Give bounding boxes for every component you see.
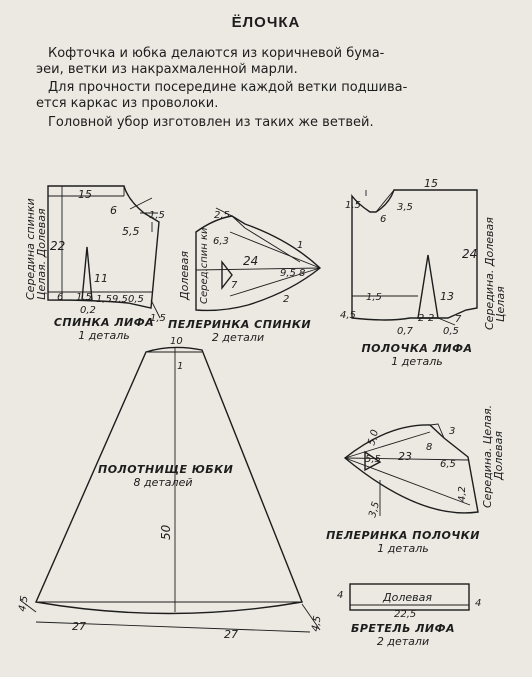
- back-dim-11: 11: [94, 272, 108, 285]
- front-bodice-diagram: 1,5 15 3,5 6 24 4,5 1,5 13 2 2 0,7 0,5 7…: [340, 177, 507, 337]
- cape-back-dim-8: 8: [299, 268, 305, 279]
- cape-back-dim-6-3: 6,3: [213, 236, 229, 247]
- intro-line-5: Головной убор изготовлен из таких же вет…: [48, 115, 374, 130]
- intro-line-2: эеи, ветки из накрахмаленной марли.: [36, 62, 298, 77]
- front-dim-4-5: 4,5: [340, 310, 356, 321]
- back-dim-6b: 6: [57, 292, 63, 303]
- back-dim-0-2: 0,2: [80, 305, 96, 316]
- back-bodice-diagram: 15 6 1,5 5,5 22 11 6 1,5 1,5 9,5 0,5 0,2…: [24, 185, 166, 324]
- strap-inner-label: Долевая: [382, 591, 432, 604]
- front-dim-2b: 2: [428, 313, 434, 324]
- back-cape-diagram: 2,5 6,3 1 24 9,5 8 2 7 Долевая Серед.спи…: [178, 207, 322, 312]
- front-dim-0-7: 0,7: [397, 326, 414, 337]
- back-dim-5-5: 5,5: [122, 225, 140, 238]
- front-cape-label: ПЕЛЕРИНКА ПОЛОЧКИ 1 деталь: [318, 529, 488, 555]
- back-dim-1-5-mid: 1,5: [76, 292, 92, 303]
- back-dim-15: 15: [78, 188, 92, 201]
- front-side-2: Целая: [494, 286, 507, 322]
- back-cape-count: 2 детали: [211, 331, 265, 344]
- skirt-dim-27-right: 27: [224, 628, 238, 641]
- skirt-dim-1: 1: [177, 361, 183, 372]
- skirt-dim-50: 50: [159, 524, 173, 540]
- front-bodice-label: ПОЛОЧКА ЛИФА 1 деталь: [352, 342, 482, 368]
- strap-count: 2 детали: [376, 635, 430, 648]
- front-dim-0-5: 0,5: [443, 326, 459, 337]
- front-dim-7: 7: [455, 314, 462, 325]
- front-cape-dim-3-5: 3,5: [367, 501, 382, 519]
- cape-back-dim-24: 24: [243, 254, 258, 268]
- back-dim-0-5: 0,5: [128, 294, 144, 305]
- strap-dim-4-right: 4: [475, 598, 481, 609]
- skirt-dim-4-5-left: 4,5: [17, 595, 31, 613]
- back-dim-6: 6: [110, 204, 117, 217]
- front-cape-dim-6-5: 6,5: [440, 459, 456, 470]
- skirt-dim-27-left: 27: [72, 620, 86, 633]
- front-cape-dim-23: 23: [398, 450, 412, 463]
- strap-label: БРЕТЕЛЬ ЛИФА 2 детали: [338, 622, 468, 648]
- front-cape-side-2: Долевая: [492, 431, 505, 481]
- back-bodice-label: СПИНКА ЛИФА 1 деталь: [44, 316, 164, 342]
- intro-line-3: Для прочности посередине каждой ветки по…: [48, 80, 408, 95]
- back-dim-9-5: 9,5: [112, 294, 128, 305]
- cape-back-dim-2: 2: [283, 294, 289, 305]
- front-cape-dim-5-5: 5,5: [365, 454, 381, 465]
- skirt-panel-count: 8 деталей: [133, 476, 193, 489]
- cape-back-dim-9-5: 9,5: [280, 268, 296, 279]
- back-bodice-name: СПИНКА ЛИФА: [53, 316, 155, 329]
- back-dim-1-5-b: 1,5: [96, 294, 112, 305]
- back-dim-1-5-top: 1,5: [149, 210, 165, 221]
- front-dim-24: 24: [462, 247, 477, 261]
- skirt-dim-10: 10: [170, 336, 183, 347]
- front-dim-2a: 2: [418, 313, 424, 324]
- skirt-panel-diagram: 10 1 50 4,5 27 27 4,5: [17, 336, 324, 641]
- intro-line-4: ется каркас из проволоки.: [36, 96, 219, 111]
- skirt-dim-4-5-right: 4,5: [310, 615, 324, 633]
- front-cape-dim-3: 3: [449, 426, 455, 437]
- skirt-panel-name: ПОЛОТНИЩЕ ЮБКИ: [98, 463, 234, 476]
- front-cape-name: ПЕЛЕРИНКА ПОЛОЧКИ: [326, 529, 480, 542]
- back-cape-label: ПЕЛЕРИНКА СПИНКИ 2 детали: [168, 318, 312, 344]
- cape-back-dim-7: 7: [231, 280, 238, 291]
- front-bodice-count: 1 деталь: [391, 355, 443, 368]
- back-side-1: Середина спинки: [24, 198, 37, 300]
- cape-back-dim-2-5: 2,5: [214, 210, 230, 221]
- cape-back-dim-1: 1: [297, 240, 303, 251]
- back-dim-22: 22: [50, 239, 65, 253]
- front-side-1: Середина. Долевая: [483, 217, 496, 330]
- cape-back-side-2: Серед.спин ки: [199, 227, 210, 304]
- front-dim-6: 6: [380, 214, 386, 225]
- front-dim-1-5-left: 1,5: [366, 292, 382, 303]
- front-dim-13: 13: [440, 290, 454, 303]
- strap-dim-22-5: 22,5: [394, 609, 416, 620]
- intro-line-1: Кофточка и юбка делаются из коричневой б…: [48, 46, 385, 61]
- front-dim-3-5: 3,5: [397, 202, 413, 213]
- skirt-panel-label: ПОЛОТНИЩЕ ЮБКИ 8 деталей: [98, 463, 234, 489]
- front-cape-diagram: 5,0 5,5 23 8 3 6,5 3,5 4,2 Середина. Цел…: [343, 405, 505, 519]
- strap-diagram: 4 Долевая 22,5 4: [337, 583, 481, 620]
- front-cape-dim-4-2: 4,2: [457, 486, 468, 502]
- front-bodice-name: ПОЛОЧКА ЛИФА: [361, 342, 473, 355]
- back-bodice-count: 1 деталь: [78, 329, 130, 342]
- front-cape-dim-8: 8: [426, 442, 432, 453]
- strap-dim-4-left: 4: [337, 590, 343, 601]
- page-title: ЁЛОЧКА: [231, 14, 301, 31]
- strap-name: БРЕТЕЛЬ ЛИФА: [350, 622, 456, 635]
- front-cape-dim-5-0: 5,0: [366, 429, 381, 447]
- front-cape-count: 1 деталь: [377, 542, 429, 555]
- back-side-2: Целая. Долевая: [35, 208, 48, 300]
- back-dim-1-5-bottom: 1,5: [150, 313, 166, 324]
- front-dim-1-5-top: 1,5: [345, 200, 361, 211]
- front-dim-15: 15: [424, 177, 438, 190]
- cape-back-side-1: Долевая: [178, 251, 191, 301]
- front-cape-side-1: Середина. Целая.: [481, 405, 494, 508]
- back-cape-name: ПЕЛЕРИНКА СПИНКИ: [168, 318, 312, 331]
